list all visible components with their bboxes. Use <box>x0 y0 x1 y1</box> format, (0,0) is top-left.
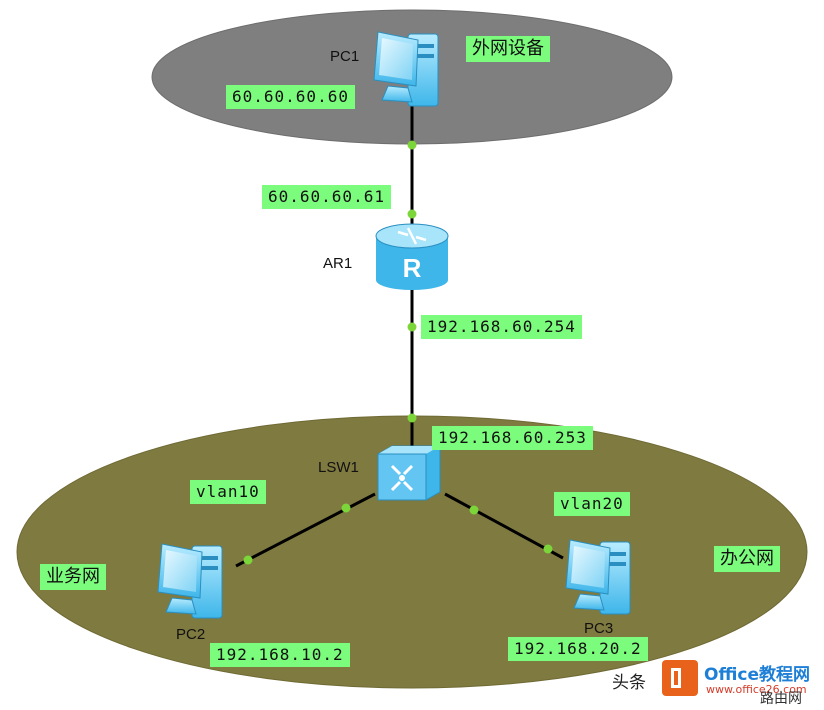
office-zone-label: 办公网 <box>714 546 780 572</box>
watermark-brand: Office教程网 <box>704 665 811 685</box>
lsw1-switch-icon[interactable] <box>377 445 441 501</box>
pc3-ip-label: 192.168.20.2 <box>508 637 648 661</box>
svg-text:R: R <box>403 253 422 283</box>
vlan10-label: vlan10 <box>190 480 266 504</box>
link-lsw1-pc2 <box>235 492 376 568</box>
pc1-ip-label: 60.60.60.60 <box>226 85 355 109</box>
pc2-ip-label: 192.168.10.2 <box>210 643 350 667</box>
lsw1-ip-label: 192.168.60.253 <box>432 426 593 450</box>
port-dot <box>469 505 479 515</box>
link-lsw1-pc3 <box>444 492 564 560</box>
pc2-computer-icon[interactable] <box>157 543 223 619</box>
vlan20-label: vlan20 <box>554 492 630 516</box>
pc2-name: PC2 <box>176 626 206 643</box>
port-dot <box>407 322 417 332</box>
port-dot <box>407 140 417 150</box>
watermark-tail: 路由网 <box>760 691 802 707</box>
ar1-router-icon[interactable]: R <box>375 223 449 290</box>
ar1-name: AR1 <box>323 255 353 272</box>
ar1-lan-ip-label: 192.168.60.254 <box>421 315 582 339</box>
port-dot <box>243 555 253 565</box>
business-zone-label: 业务网 <box>40 564 106 590</box>
pc3-name: PC3 <box>584 620 614 637</box>
external-zone-label: 外网设备 <box>466 36 550 62</box>
watermark-prefix: 头条 <box>612 673 646 693</box>
office-logo-icon <box>662 660 698 696</box>
pc3-computer-icon[interactable] <box>565 539 631 615</box>
port-dot <box>407 209 417 219</box>
lsw1-name: LSW1 <box>318 459 359 476</box>
port-dot <box>543 544 553 554</box>
pc1-computer-icon[interactable] <box>373 31 439 107</box>
ar1-wan-ip-label: 60.60.60.61 <box>262 185 391 209</box>
port-dot <box>407 413 417 423</box>
watermark-url: www.office26.com <box>706 683 807 696</box>
pc1-name: PC1 <box>330 48 360 65</box>
port-dot <box>341 503 351 513</box>
